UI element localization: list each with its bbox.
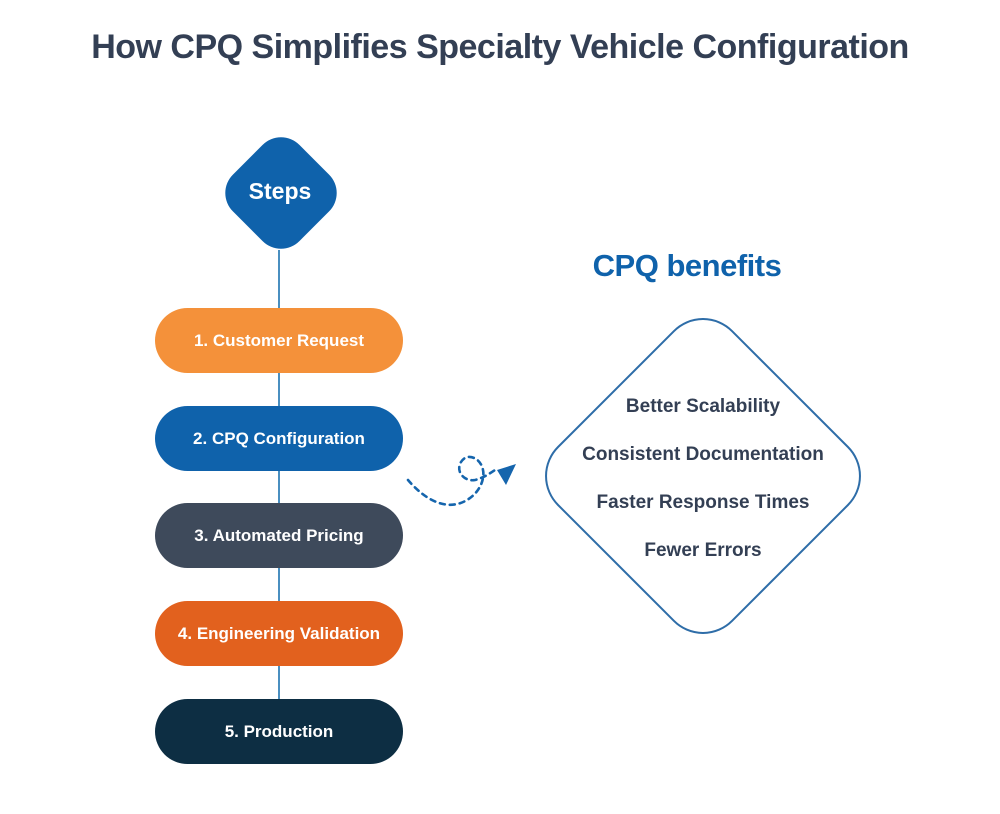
connector-line <box>278 250 280 705</box>
step-pill-engineering-validation: 4. Engineering Validation <box>155 601 403 666</box>
step-label: 2. CPQ Configuration <box>193 428 365 448</box>
step-label: 5. Production <box>224 721 334 741</box>
step-label: 1. Customer Request <box>193 330 365 350</box>
step-pill-customer-request: 1. Customer Request <box>155 308 403 373</box>
step-pill-cpq-configuration: 2. CPQ Configuration <box>155 406 403 471</box>
curved-dashed-arrow-icon <box>406 455 516 506</box>
benefits-heading: CPQ benefits <box>592 248 782 283</box>
steps-label: Steps <box>248 178 312 204</box>
benefit-item: Better Scalability <box>625 396 781 417</box>
benefits-list: Better Scalability Consistent Documentat… <box>553 383 853 575</box>
step-pill-production: 5. Production <box>155 699 403 764</box>
step-pill-automated-pricing: 3. Automated Pricing <box>155 503 403 568</box>
page-title: How CPQ Simplifies Specialty Vehicle Con… <box>91 28 909 66</box>
benefit-item: Fewer Errors <box>644 540 762 561</box>
step-label: 4. Engineering Validation <box>177 623 381 643</box>
benefit-item: Faster Response Times <box>596 492 810 513</box>
benefit-item: Consistent Documentation <box>582 444 824 465</box>
step-label: 3. Automated Pricing <box>194 525 364 545</box>
